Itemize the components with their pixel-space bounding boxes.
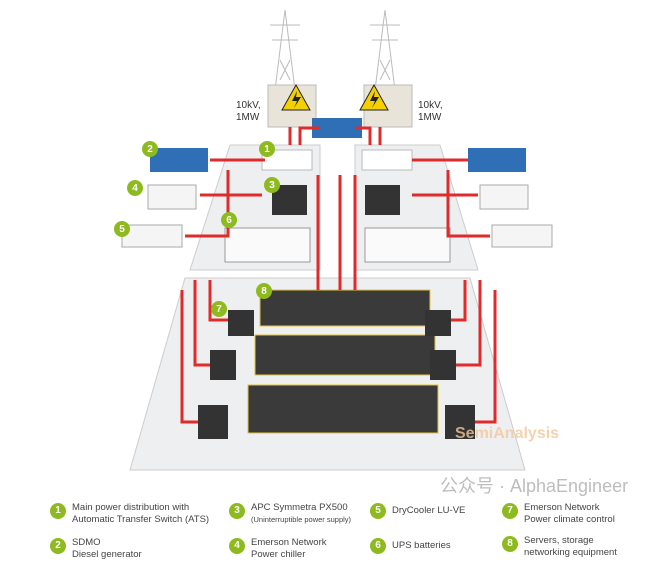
drycooler-left — [121, 224, 183, 248]
diesel-generator-left — [150, 148, 208, 172]
badge-1: 1 — [259, 141, 275, 157]
diesel-generator-right — [468, 148, 526, 172]
legend-item-3: 3 APC Symmetra PX500 (Uninterruptible powe… — [229, 502, 351, 526]
drycooler-right — [491, 224, 553, 248]
central-generator — [312, 118, 362, 138]
chiller-left — [147, 184, 197, 210]
legend-text: Power climate control — [524, 514, 615, 525]
legend-item-6: 6 UPS batteries — [370, 537, 451, 554]
legend-badge: 7 — [502, 503, 518, 519]
legend-text: Diesel generator — [72, 549, 142, 560]
legend-badge: 8 — [502, 536, 518, 552]
legend-text: Emerson Network — [251, 537, 327, 548]
badge-7: 7 — [211, 301, 227, 317]
power-pylon-right — [370, 9, 400, 91]
chiller-right — [479, 184, 529, 210]
warning-icon — [281, 83, 311, 111]
badge-6: 6 — [221, 212, 237, 228]
legend-text: Main power distribution with — [72, 502, 190, 513]
batteries-left — [224, 227, 311, 263]
legend-badge: 5 — [370, 503, 386, 519]
legend-text: Servers, storage — [524, 535, 594, 546]
legend-text: SDMO — [72, 537, 101, 548]
legend-text: APC Symmetra PX500 — [251, 502, 348, 513]
warning-icon — [359, 83, 389, 111]
legend-badge: 6 — [370, 538, 386, 554]
badge-2: 2 — [142, 141, 158, 157]
legend-text: Automatic Transfer Switch (ATS) — [72, 514, 210, 525]
climate-control-units — [198, 310, 475, 439]
legend-badge: 2 — [50, 538, 66, 554]
legend-text: (Uninterruptible power supply) — [251, 515, 352, 524]
legend-text: DryCooler LU-VE — [392, 505, 466, 516]
legend-text: UPS batteries — [392, 540, 451, 551]
badge-3: 3 — [264, 177, 280, 193]
server-racks — [247, 289, 439, 434]
badge-4: 4 — [127, 180, 143, 196]
legend-text: networking equipment — [524, 547, 617, 558]
badge-5: 5 — [114, 221, 130, 237]
semianalysis-watermark: SemiAnalysis — [455, 425, 560, 442]
power-pylon-left — [270, 9, 300, 91]
transformer-label-right: 10kV, 1MW — [418, 100, 443, 123]
legend-text: Power chiller — [251, 549, 306, 560]
legend-badge: 1 — [50, 503, 66, 519]
transformer-label-left: 10kV, 1MW — [236, 100, 261, 123]
wechat-watermark: 公众号 · AlphaEngineer — [440, 476, 629, 496]
legend-item-5: 5 DryCooler LU-VE — [370, 502, 465, 519]
legend-badge: 3 — [229, 503, 245, 519]
batteries-right — [364, 227, 451, 263]
badge-8: 8 — [256, 283, 272, 299]
ups-right — [365, 185, 400, 215]
legend-text: Emerson Network — [524, 502, 600, 513]
legend-badge: 4 — [229, 538, 245, 554]
power-cables — [180, 126, 497, 424]
ats-right — [361, 149, 413, 171]
